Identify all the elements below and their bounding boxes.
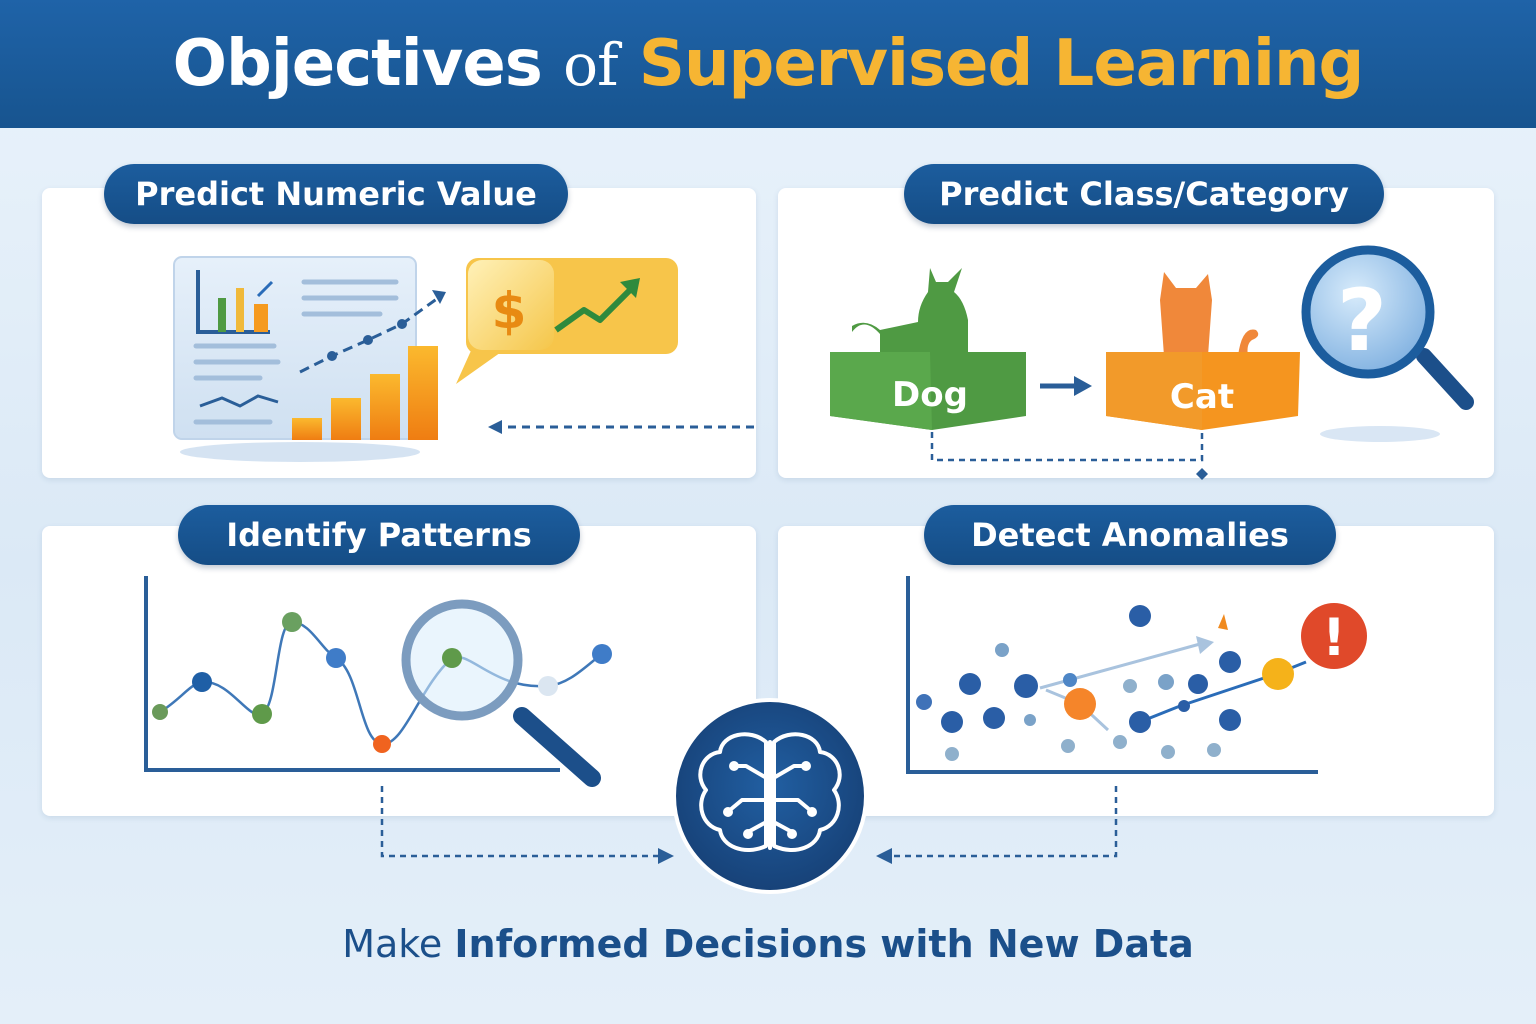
dog-class-label: Dog <box>892 375 968 415</box>
anomaly-point-0 <box>1129 605 1151 627</box>
anomaly-point-17 <box>945 747 959 761</box>
anomaly-point-11 <box>1219 651 1241 673</box>
anomaly-point-8 <box>1123 679 1137 693</box>
anomaly-point-18 <box>1061 739 1075 753</box>
objective-label-predict-numeric: Predict Numeric Value <box>104 164 568 224</box>
connector-class-to-numeric <box>488 420 754 434</box>
pattern-point-8 <box>592 644 612 664</box>
anomaly-point-12 <box>1024 714 1036 726</box>
anomaly-point-4 <box>941 711 963 733</box>
tagline-emphasis: Informed Decisions with New Data <box>454 922 1194 966</box>
anomaly-point-15 <box>1178 700 1190 712</box>
anomaly-point-10 <box>1188 674 1208 694</box>
title-part1: Objectives <box>172 27 543 101</box>
magnifier-pattern-icon <box>401 599 601 787</box>
anomaly-point-5 <box>983 707 1005 729</box>
alert-icon: ! <box>1301 603 1367 669</box>
pattern-point-4 <box>326 648 346 668</box>
panel-identify-patterns <box>42 526 756 816</box>
magnifier-question-icon: ? <box>1301 245 1474 442</box>
connector-class-loop <box>930 432 1208 480</box>
question-mark: ? <box>1337 271 1387 371</box>
anomaly-point-1 <box>995 643 1009 657</box>
bar-chart-icon <box>292 346 438 440</box>
pattern-point-7 <box>538 676 558 696</box>
brain-icon <box>672 698 868 894</box>
dog-box-icon <box>830 268 1026 430</box>
exclamation-mark: ! <box>1322 608 1346 668</box>
connector-patterns-to-brain <box>380 786 674 864</box>
anomaly-point-14 <box>1129 711 1151 733</box>
cat-box-icon <box>1106 272 1300 430</box>
anomaly-point-22 <box>1262 658 1294 690</box>
tagline-prefix: Make <box>342 922 443 966</box>
header-banner: Objectives of Supervised Learning <box>0 0 1536 128</box>
speech-bubble-dollar-icon: $ <box>456 258 678 384</box>
connector-anomalies-to-brain <box>876 786 1118 864</box>
dollar-sign: $ <box>492 282 527 340</box>
anomaly-point-3 <box>916 694 932 710</box>
panel-detect-anomalies <box>778 526 1494 816</box>
page-title: Objectives of Supervised Learning <box>172 27 1365 101</box>
anomaly-point-7 <box>1063 673 1077 687</box>
anomaly-point-20 <box>1161 745 1175 759</box>
anomaly-point-6 <box>1014 674 1038 698</box>
cat-class-label: Cat <box>1170 377 1234 417</box>
anomaly-point-13 <box>1064 688 1096 720</box>
pattern-point-6 <box>442 648 462 668</box>
pattern-point-2 <box>252 704 272 724</box>
pattern-point-0 <box>152 704 168 720</box>
report-document-icon <box>173 256 420 462</box>
pattern-chart <box>144 576 603 772</box>
anomaly-points <box>916 605 1294 761</box>
pattern-point-3 <box>282 612 302 632</box>
anomaly-point-16 <box>1219 709 1241 731</box>
anomaly-point-21 <box>1207 743 1221 757</box>
anomaly-point-19 <box>1113 735 1127 749</box>
anomaly-point-9 <box>1158 674 1174 690</box>
pattern-point-5 <box>373 735 391 753</box>
objective-label-detect-anomalies: Detect Anomalies <box>924 505 1336 565</box>
pattern-points <box>152 612 612 753</box>
title-part2: of <box>563 31 618 99</box>
title-part3: Supervised Learning <box>638 27 1364 101</box>
objective-label-predict-class: Predict Class/Category <box>904 164 1384 224</box>
trend-line-icon <box>299 290 446 374</box>
arrow-right-icon <box>1040 376 1092 396</box>
objective-label-identify-patterns: Identify Patterns <box>178 505 580 565</box>
anomaly-point-2 <box>959 673 981 695</box>
pattern-point-1 <box>192 672 212 692</box>
tagline: Make Informed Decisions with New Data <box>0 922 1536 966</box>
